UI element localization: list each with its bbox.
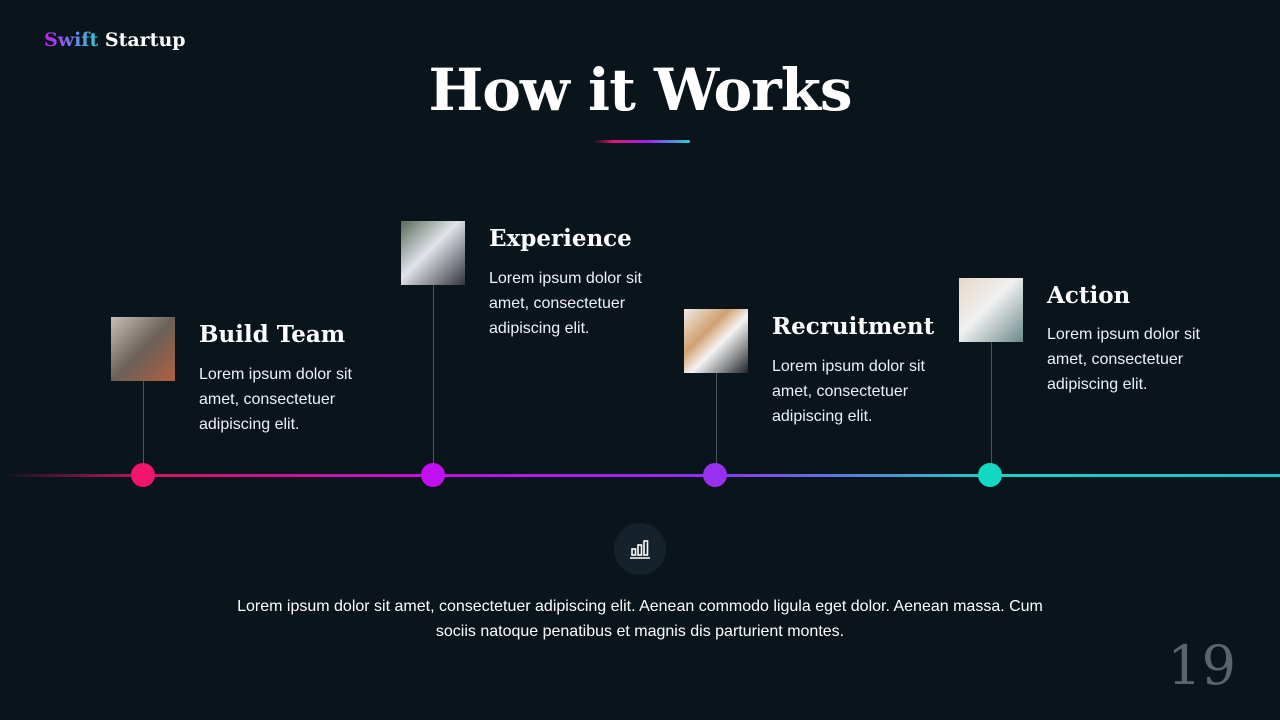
- timeline-line: [0, 474, 1280, 477]
- footer-text: Lorem ipsum dolor sit amet, consectetuer…: [237, 598, 1043, 640]
- step-image: [111, 317, 175, 381]
- bar-chart-icon: [614, 523, 666, 575]
- step-image: [959, 278, 1023, 342]
- step-dot: [703, 463, 727, 487]
- step-dot: [421, 463, 445, 487]
- step-image: [401, 221, 465, 285]
- step-dot: [978, 463, 1002, 487]
- step-text: Lorem ipsum dolor sit amet, consectetuer…: [199, 366, 352, 433]
- step-title: Recruitment: [772, 313, 935, 340]
- step-text: Lorem ipsum dolor sit amet, consectetuer…: [489, 270, 642, 337]
- brand-logo: Swift Startup: [44, 29, 186, 51]
- step-title: Build Team: [199, 321, 346, 348]
- step-connector: [433, 285, 434, 475]
- title-underline: [594, 140, 690, 143]
- step-title: Experience: [489, 225, 632, 252]
- slide-title: How it Works: [428, 56, 852, 124]
- step-image: [684, 309, 748, 373]
- step-text: Lorem ipsum dolor sit amet, consectetuer…: [1047, 326, 1200, 393]
- step-connector: [716, 373, 717, 475]
- step-connector: [143, 381, 144, 475]
- page-number: 19: [1167, 634, 1236, 697]
- step-connector: [991, 342, 992, 475]
- step-dot: [131, 463, 155, 487]
- step-title: Action: [1047, 282, 1131, 309]
- step-text: Lorem ipsum dolor sit amet, consectetuer…: [772, 358, 925, 425]
